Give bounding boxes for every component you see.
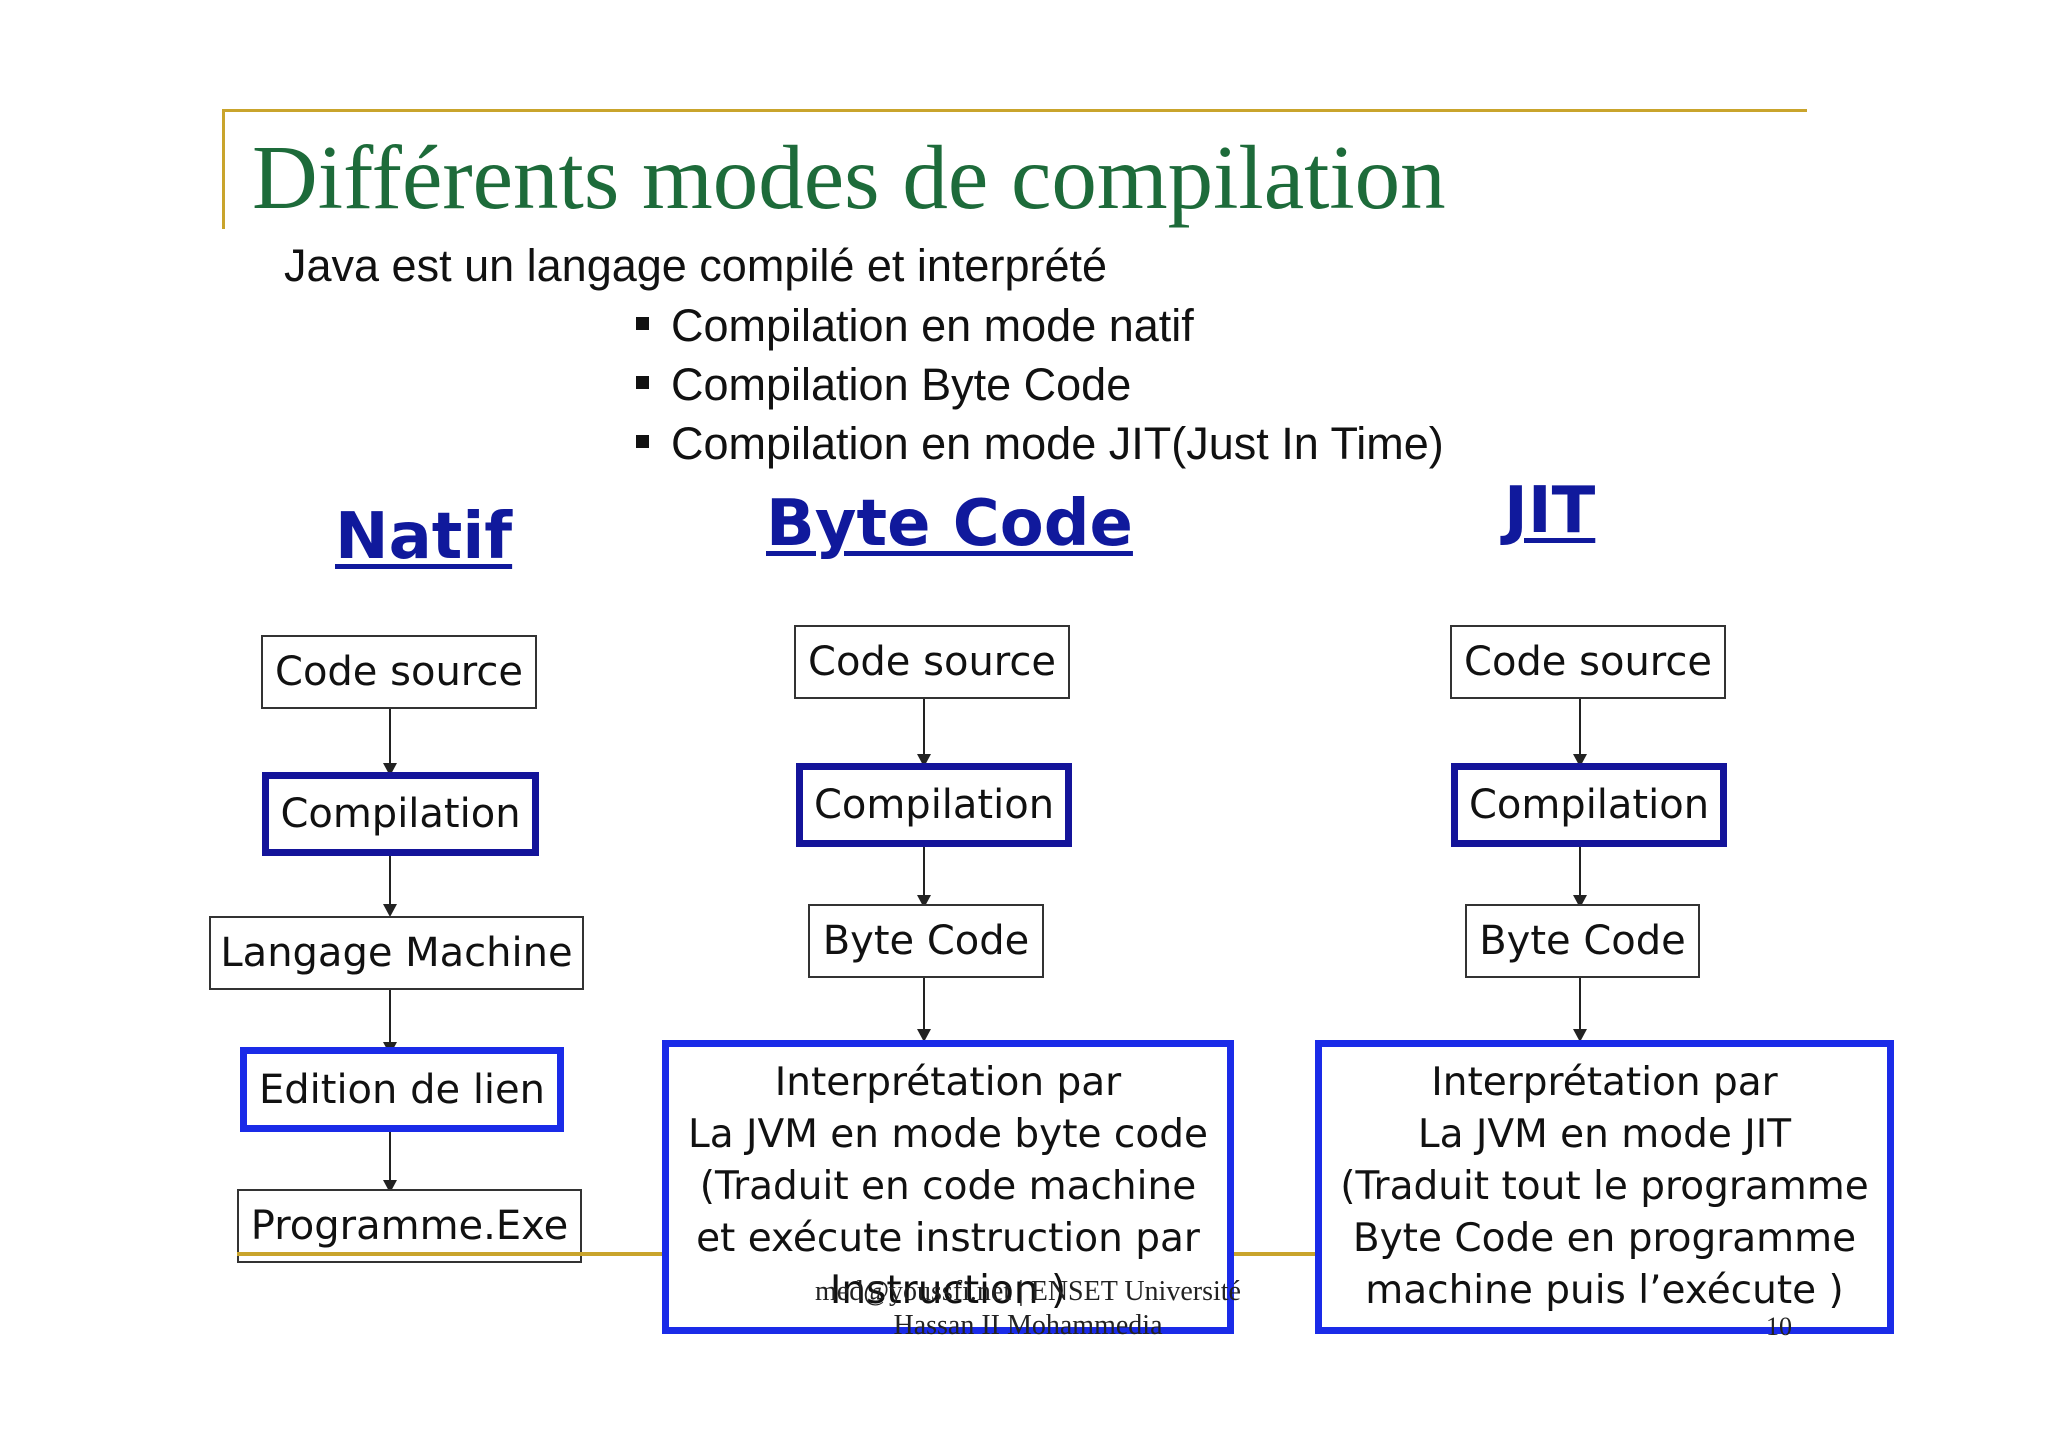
- bullet-item: Compilation Byte Code: [636, 355, 1444, 414]
- natif-langage-machine-label: Langage Machine: [220, 930, 573, 976]
- footer-line-2: Hassan II Mohammedia: [893, 1310, 1163, 1341]
- jit-arrow-1: [1579, 699, 1581, 762]
- bytecode-code-source-box: Code source: [794, 625, 1070, 699]
- natif-programme-exe-box: Programme.Exe: [237, 1189, 582, 1263]
- square-bullet-icon: [636, 434, 649, 448]
- top-rule: [222, 109, 1807, 112]
- jit-arrow-2: [1579, 847, 1581, 903]
- slide-subtitle: Java est un langage compilé et interprét…: [284, 240, 1108, 291]
- jit-byte-code-box: Byte Code: [1465, 904, 1700, 978]
- bytecode-arrow-3: [923, 978, 925, 1037]
- bullet-text: Compilation Byte Code: [671, 359, 1132, 410]
- arrow-down-icon: [1573, 1029, 1587, 1042]
- natif-edition-de-lien-label: Edition de lien: [258, 1066, 545, 1113]
- jit-interpretation-line: La JVM en mode JIT: [1417, 1112, 1792, 1157]
- jit-interpretation-line: machine puis l’exécute ): [1365, 1268, 1844, 1313]
- bytecode-byte-code-label: Byte Code: [822, 918, 1030, 964]
- bullet-text: Compilation en mode JIT(Just In Time): [671, 418, 1444, 469]
- bytecode-interpretation-line: Interprétation par: [774, 1060, 1122, 1105]
- natif-code-source-label: Code source: [275, 649, 523, 695]
- heading-jit: JIT: [1504, 474, 1596, 548]
- jit-interpretation-box: Interprétation par La JVM en mode JIT (T…: [1315, 1040, 1894, 1334]
- square-bullet-icon: [636, 375, 649, 389]
- left-rule: [222, 109, 225, 229]
- arrow-down-icon: [917, 1029, 931, 1042]
- jit-byte-code-label: Byte Code: [1479, 918, 1686, 964]
- bytecode-interpretation-line: et exécute instruction par: [696, 1216, 1200, 1261]
- jit-code-source-label: Code source: [1464, 639, 1712, 685]
- heading-byte-code: Byte Code: [766, 487, 1133, 561]
- square-bullet-icon: [636, 316, 649, 330]
- natif-compilation-label: Compilation: [280, 791, 521, 837]
- bytecode-code-source-label: Code source: [808, 639, 1056, 685]
- arrow-down-icon: [383, 904, 397, 917]
- bytecode-interpretation-line: (Traduit en code machine: [699, 1164, 1197, 1209]
- jit-compilation-box: Compilation: [1451, 763, 1727, 847]
- jit-interpretation-line: (Traduit tout le programme: [1340, 1164, 1869, 1209]
- jit-code-source-box: Code source: [1450, 625, 1726, 699]
- slide-title: Différents modes de compilation: [252, 127, 1446, 228]
- footer-credit: med@youssfi.net | ENSET Université Hassa…: [798, 1275, 1258, 1343]
- bullet-text: Compilation en mode natif: [671, 300, 1194, 351]
- bullet-list: Compilation en mode natif Compilation By…: [636, 296, 1444, 473]
- natif-edition-de-lien-box: Edition de lien: [240, 1047, 564, 1132]
- natif-arrow-3: [389, 990, 391, 1050]
- jit-interpretation-line: Interprétation par: [1431, 1060, 1778, 1105]
- bullet-item: Compilation en mode JIT(Just In Time): [636, 414, 1444, 473]
- bytecode-compilation-label: Compilation: [813, 782, 1055, 828]
- natif-arrow-4: [389, 1132, 391, 1188]
- bytecode-compilation-box: Compilation: [796, 763, 1072, 847]
- bytecode-interpretation-box: Interprétation par La JVM en mode byte c…: [662, 1040, 1234, 1334]
- bytecode-interpretation-line: Instruction ): [829, 1268, 1067, 1313]
- bytecode-byte-code-box: Byte Code: [808, 904, 1044, 978]
- bullet-item: Compilation en mode natif: [636, 296, 1444, 355]
- jit-compilation-label: Compilation: [1468, 782, 1710, 828]
- heading-natif: Natif: [335, 500, 513, 574]
- natif-arrow-2: [389, 856, 391, 912]
- bytecode-interpretation-line: La JVM en mode byte code: [688, 1112, 1208, 1157]
- natif-code-source-box: Code source: [261, 635, 537, 709]
- jit-interpretation-line: Byte Code en programme: [1352, 1216, 1857, 1261]
- natif-programme-exe-label: Programme.Exe: [250, 1203, 569, 1249]
- natif-langage-machine-box: Langage Machine: [209, 916, 584, 990]
- natif-arrow-1: [389, 709, 391, 771]
- natif-compilation-box: Compilation: [262, 772, 539, 856]
- bytecode-arrow-1: [923, 699, 925, 762]
- footer-line-1: med@youssfi.net | ENSET Université: [815, 1276, 1241, 1307]
- bytecode-arrow-2: [923, 847, 925, 903]
- jit-arrow-3: [1579, 978, 1581, 1037]
- page-number: 10: [1766, 1312, 1792, 1341]
